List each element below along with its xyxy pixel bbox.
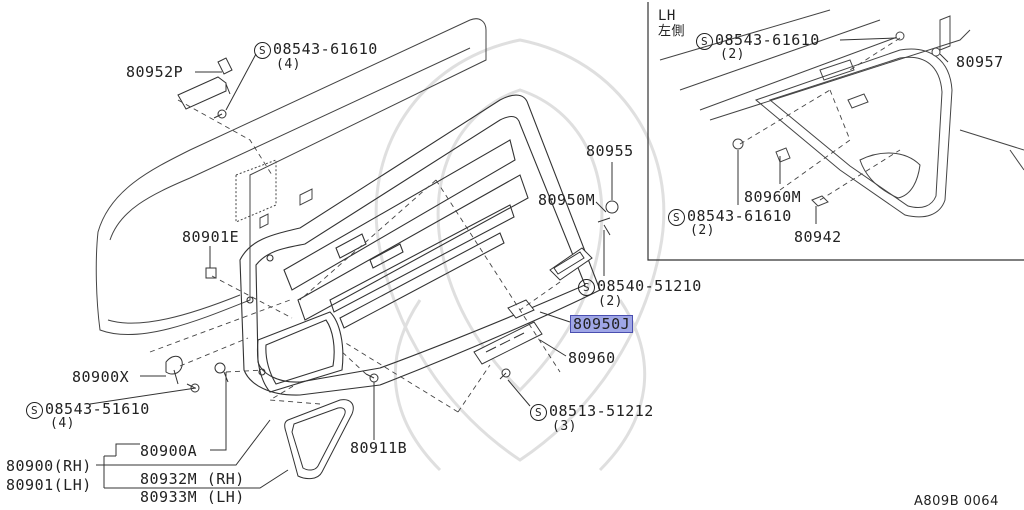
label-80900X: 80900X	[72, 368, 130, 386]
label-80960M: 80960M	[744, 188, 802, 206]
inset-leader-lines	[737, 37, 949, 224]
screw-symbol-icon: S	[668, 209, 685, 226]
screw-code: 08543-61610	[687, 207, 792, 225]
inset-guide-lines	[739, 37, 901, 201]
screw-symbol-icon: S	[530, 404, 547, 421]
label-80952P: 80952P	[126, 63, 184, 81]
screw-symbol-icon: S	[696, 33, 713, 50]
guide-lines	[149, 99, 561, 413]
label-screw-1-qty: (4)	[276, 57, 301, 72]
label-screw-5-qty: (2)	[720, 47, 745, 62]
screw-code: 08513-51212	[549, 402, 654, 420]
leader-lines	[89, 53, 613, 489]
door-trim-panel	[239, 94, 601, 396]
label-80900RH: 80900(RH)	[6, 457, 92, 475]
screw-code: 08543-61610	[715, 31, 820, 49]
label-80911B: 80911B	[350, 439, 408, 457]
label-80900A: 80900A	[140, 442, 198, 460]
inset-subtitle: 左側	[658, 24, 686, 39]
screw-symbol-icon: S	[578, 279, 595, 296]
handle-escutcheon-80950M	[549, 247, 593, 281]
label-80950M: 80950M	[538, 191, 596, 209]
label-screw-4-qty: (3)	[552, 419, 577, 434]
switch-plate-80960	[473, 321, 543, 365]
pocket-pad-80932M	[284, 399, 354, 480]
door-shell	[95, 18, 487, 336]
label-screw-2-qty: (4)	[50, 416, 75, 431]
inset-title: LH	[658, 8, 676, 24]
label-80955: 80955	[586, 142, 634, 160]
screw-code: 08543-61610	[273, 40, 378, 58]
label-80901LH: 80901(LH)	[6, 476, 92, 494]
screw-code: 08543-51610	[45, 400, 150, 418]
label-80933M: 80933M (LH)	[140, 488, 245, 506]
clips	[165, 267, 217, 385]
inset-door	[659, 9, 1024, 218]
screw-symbol-icon: S	[26, 402, 43, 419]
label-screw-6-qty: (2)	[690, 223, 715, 238]
label-80957: 80957	[956, 53, 1004, 71]
label-80942: 80942	[794, 228, 842, 246]
bracket-80952P	[177, 57, 233, 110]
inset-frame	[647, 2, 1024, 261]
screw-symbol-icon: S	[254, 42, 271, 59]
screw-code: 08540-51210	[597, 277, 702, 295]
label-80950J-highlighted: 80950J	[570, 315, 634, 333]
label-80901E: 80901E	[182, 228, 240, 246]
diagram-code: A809B 0064	[914, 494, 999, 509]
label-80960: 80960	[568, 349, 616, 367]
label-screw-3-qty: (2)	[598, 294, 623, 309]
label-80932M: 80932M (RH)	[140, 470, 245, 488]
